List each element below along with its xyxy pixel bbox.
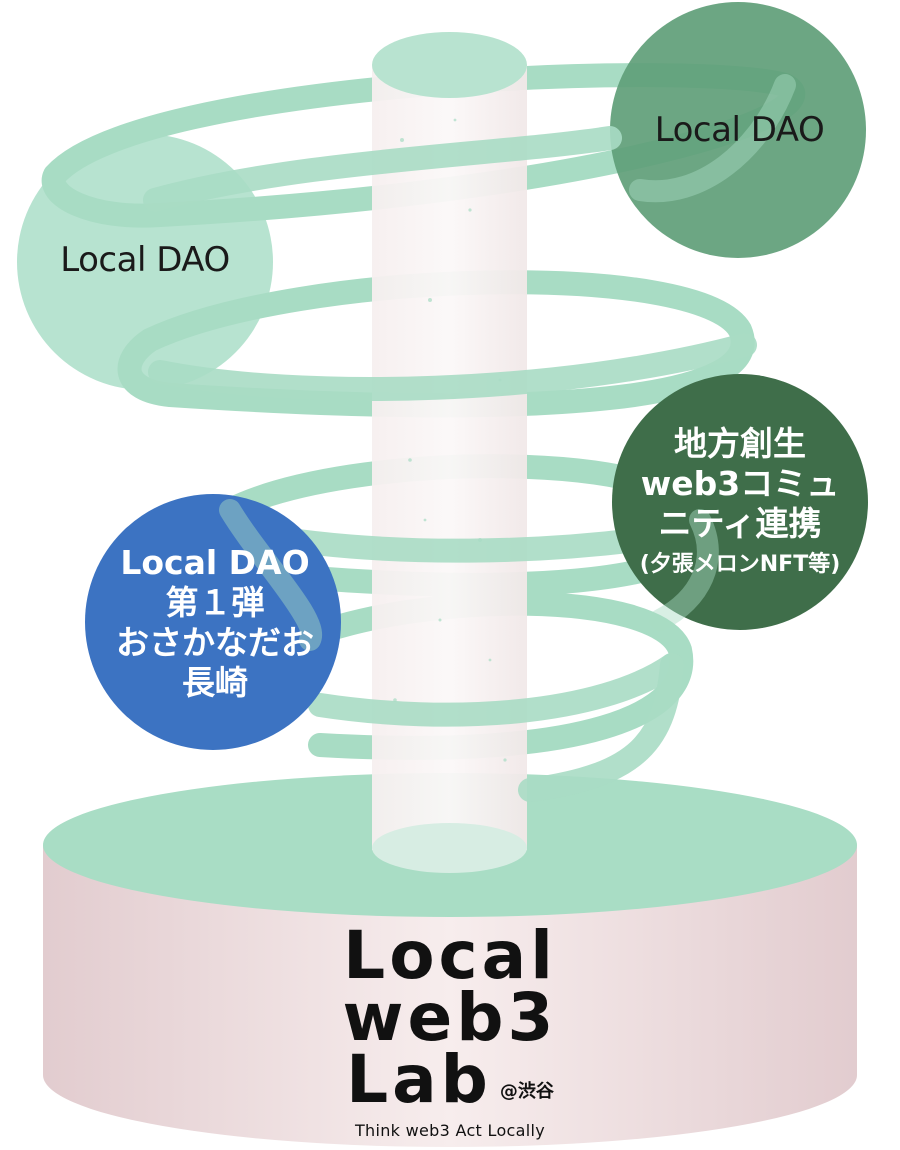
pedestal-side [43, 845, 857, 1147]
logo-line-lab: Lab [346, 1041, 492, 1118]
local-web3-lab-logo: Local web3 Lab @渋谷 Think web3 Act Locall… [300, 917, 600, 1141]
bubble-blue [85, 494, 341, 750]
pillar-body [372, 65, 527, 850]
logo-tagline: Think web3 Act Locally [354, 1121, 545, 1140]
pillar-base [372, 823, 527, 873]
logo-line-local: Local [343, 917, 557, 994]
logo-row-lab: Lab @渋谷 [346, 1041, 554, 1118]
logo-location: @渋谷 [499, 1081, 554, 1102]
bubble-green-top [610, 2, 866, 258]
bubble-dark [612, 374, 868, 630]
spiral-overlay [219, 74, 796, 651]
logo-line-web3: web3 [342, 979, 558, 1056]
pillar-top [372, 32, 527, 98]
